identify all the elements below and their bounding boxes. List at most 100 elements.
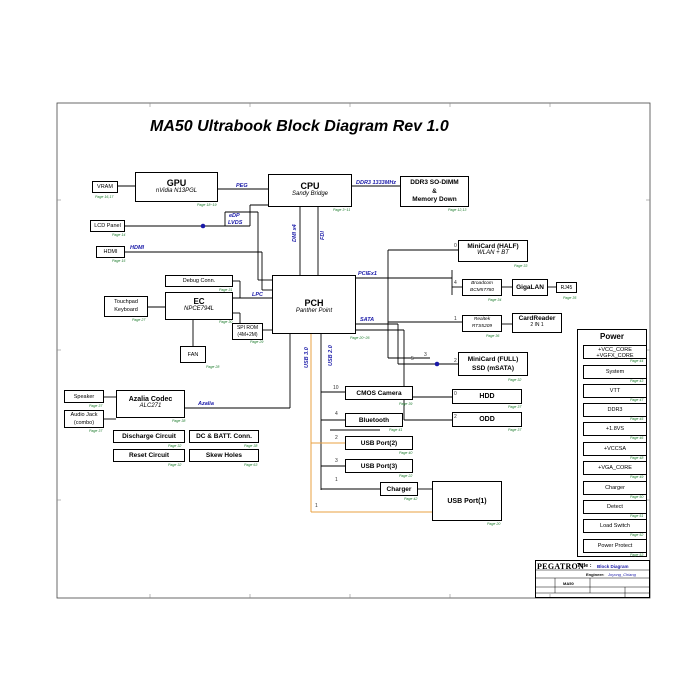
bus-edp: eDP (229, 213, 240, 219)
touchpad-line1: Touchpad (114, 299, 138, 305)
port-num: 1 (454, 316, 457, 322)
debug-page: Page 31 (219, 288, 233, 292)
azalia-sub: ALC271 (139, 403, 162, 409)
port-num: 1 (315, 503, 318, 509)
power-item-page: Page 43 (630, 379, 644, 383)
power-item: Charger (583, 481, 647, 495)
hdmi-page: Page 15 (112, 259, 126, 263)
skew-label: Skew Holes (205, 452, 243, 459)
ec-page: Page 30 (219, 320, 233, 324)
edp-lvds-junction (200, 223, 206, 229)
power-item-page: Page 44 (630, 359, 644, 363)
power-title: Power (599, 332, 624, 341)
bus-lpc: LPC (252, 292, 263, 298)
usb3-label: USB Port(3) (360, 463, 398, 470)
gpu-page: Page 18~19 (197, 203, 217, 207)
spirom-line1: SPI ROM (236, 325, 259, 331)
spirom-page: Page 29 (250, 340, 264, 344)
bus-lvds: LVDS (228, 220, 243, 226)
usb1-label: USB Port(1) (447, 498, 487, 505)
bus-usb20: USB 2.0 (328, 345, 334, 366)
power-item: +VGA_CORE (583, 461, 647, 475)
realtek-block: Realtek RTS5209 (462, 315, 502, 332)
azalia-title: Azalia Codec (128, 396, 173, 403)
minicard-half-title: MiniCard (HALF) (467, 243, 519, 250)
pch-page: Page 20~26 (350, 336, 370, 340)
power-item-page: Page 47 (630, 398, 644, 402)
minicard-half-page: Page 33 (514, 264, 528, 268)
broadcom-line2: BCM57780 (470, 287, 494, 293)
ddr3-line2: & (432, 187, 437, 195)
power-item: VTT (583, 384, 647, 398)
broadcom-block: Broadcom BCM57780 (462, 279, 502, 296)
dcbatt-label: DC & BATT. Conn. (196, 433, 252, 440)
power-item: System (583, 365, 647, 379)
sata-junction (434, 361, 440, 367)
gpu-sub: nVidia N13PGL (155, 188, 198, 194)
power-item: Detect (583, 500, 647, 514)
lcd-page: Page 14 (112, 233, 126, 237)
bus-dmi: DMI x4 (292, 224, 298, 242)
usb2-label: USB Port(2) (360, 440, 398, 447)
azalia-page: Page 38 (172, 419, 186, 423)
power-item-page: Page 53 (630, 553, 644, 557)
power-item: +1.8VS (583, 422, 647, 436)
minicard-half-sub: WLAN + BT (477, 250, 509, 256)
engineer-label: Engineer: (586, 572, 605, 577)
title-block (535, 560, 650, 598)
cmos-label: CMOS Camera (356, 390, 402, 397)
hdd-label: HDD (479, 393, 495, 400)
power-item-page: Page 45 (630, 417, 644, 421)
gigalan-label: GigaLAN (516, 284, 544, 291)
port-num: 5 (411, 356, 414, 362)
ddr3-line1: DDR3 SO-DIMM (410, 179, 459, 186)
bluetooth-label: Bluetooth (358, 417, 390, 424)
odd-label: ODD (479, 416, 495, 423)
debug-block: Debug Conn. (165, 275, 233, 287)
audiojack-line2: (combo) (73, 419, 95, 426)
broadcom-page: Page 34 (488, 298, 502, 302)
minicard-full-page: Page 32 (508, 378, 522, 382)
bus-fdi: FDI (320, 231, 326, 240)
cpu-page: Page 3~11 (333, 208, 351, 212)
broadcom-line1: Broadcom (471, 281, 493, 286)
speaker-block: Speaker (64, 390, 104, 403)
power-item-page: Page 48 (630, 456, 644, 460)
engineer-value: Joyong_Chiang (608, 572, 636, 577)
diagram-title: MA50 Ultrabook Block Diagram Rev 1.0 (150, 118, 449, 135)
usb3-line (310, 334, 432, 513)
speaker-label: Speaker (73, 394, 95, 400)
port-num: 2 (335, 435, 338, 441)
usb2-block: USB Port(2) (345, 436, 413, 450)
minicard-full-line2: SSD (mSATA) (471, 365, 514, 372)
power-item-page: Page 51 (630, 514, 644, 518)
odd-page: Page 37 (508, 428, 522, 432)
realtek-line2: RTS5209 (471, 323, 493, 329)
charger-page: Page 42 (404, 497, 418, 501)
touchpad-page: Page 27 (132, 318, 146, 322)
power-item: Power Protect (583, 539, 647, 553)
discharge-label: Discharge Circuit (122, 433, 176, 440)
reset-block: Reset Circuit (113, 449, 185, 462)
hdmi-block: HDMI (96, 246, 125, 258)
minicard-full-line1: MiniCard (FULL) (467, 356, 519, 363)
vram-label: VRAM (97, 184, 113, 190)
hdd-page: Page 37 (508, 405, 522, 409)
audiojack-block: Audio Jack (combo) (64, 410, 104, 428)
bus-hdmi: HDMI (130, 245, 145, 251)
charger-block: Charger (380, 482, 418, 496)
port-num: 3 (335, 458, 338, 464)
charger-label: Charger (386, 486, 412, 493)
cpu-block: CPU Sandy Bridge (268, 174, 352, 207)
title-label: Title : (577, 563, 592, 569)
touchpad-block: Touchpad Keyboard (104, 296, 148, 317)
cardreader-page: Page 36 (486, 334, 500, 338)
vram-block: VRAM (92, 181, 118, 193)
spirom-line2: (4M+2M) (237, 331, 258, 338)
bluetooth-page: Page 41 (389, 428, 403, 432)
rj45-block: RJ45 (556, 282, 577, 293)
spirom-block: SPI ROM (4M+2M) (232, 323, 263, 340)
speaker-page: Page 37 (89, 404, 103, 408)
